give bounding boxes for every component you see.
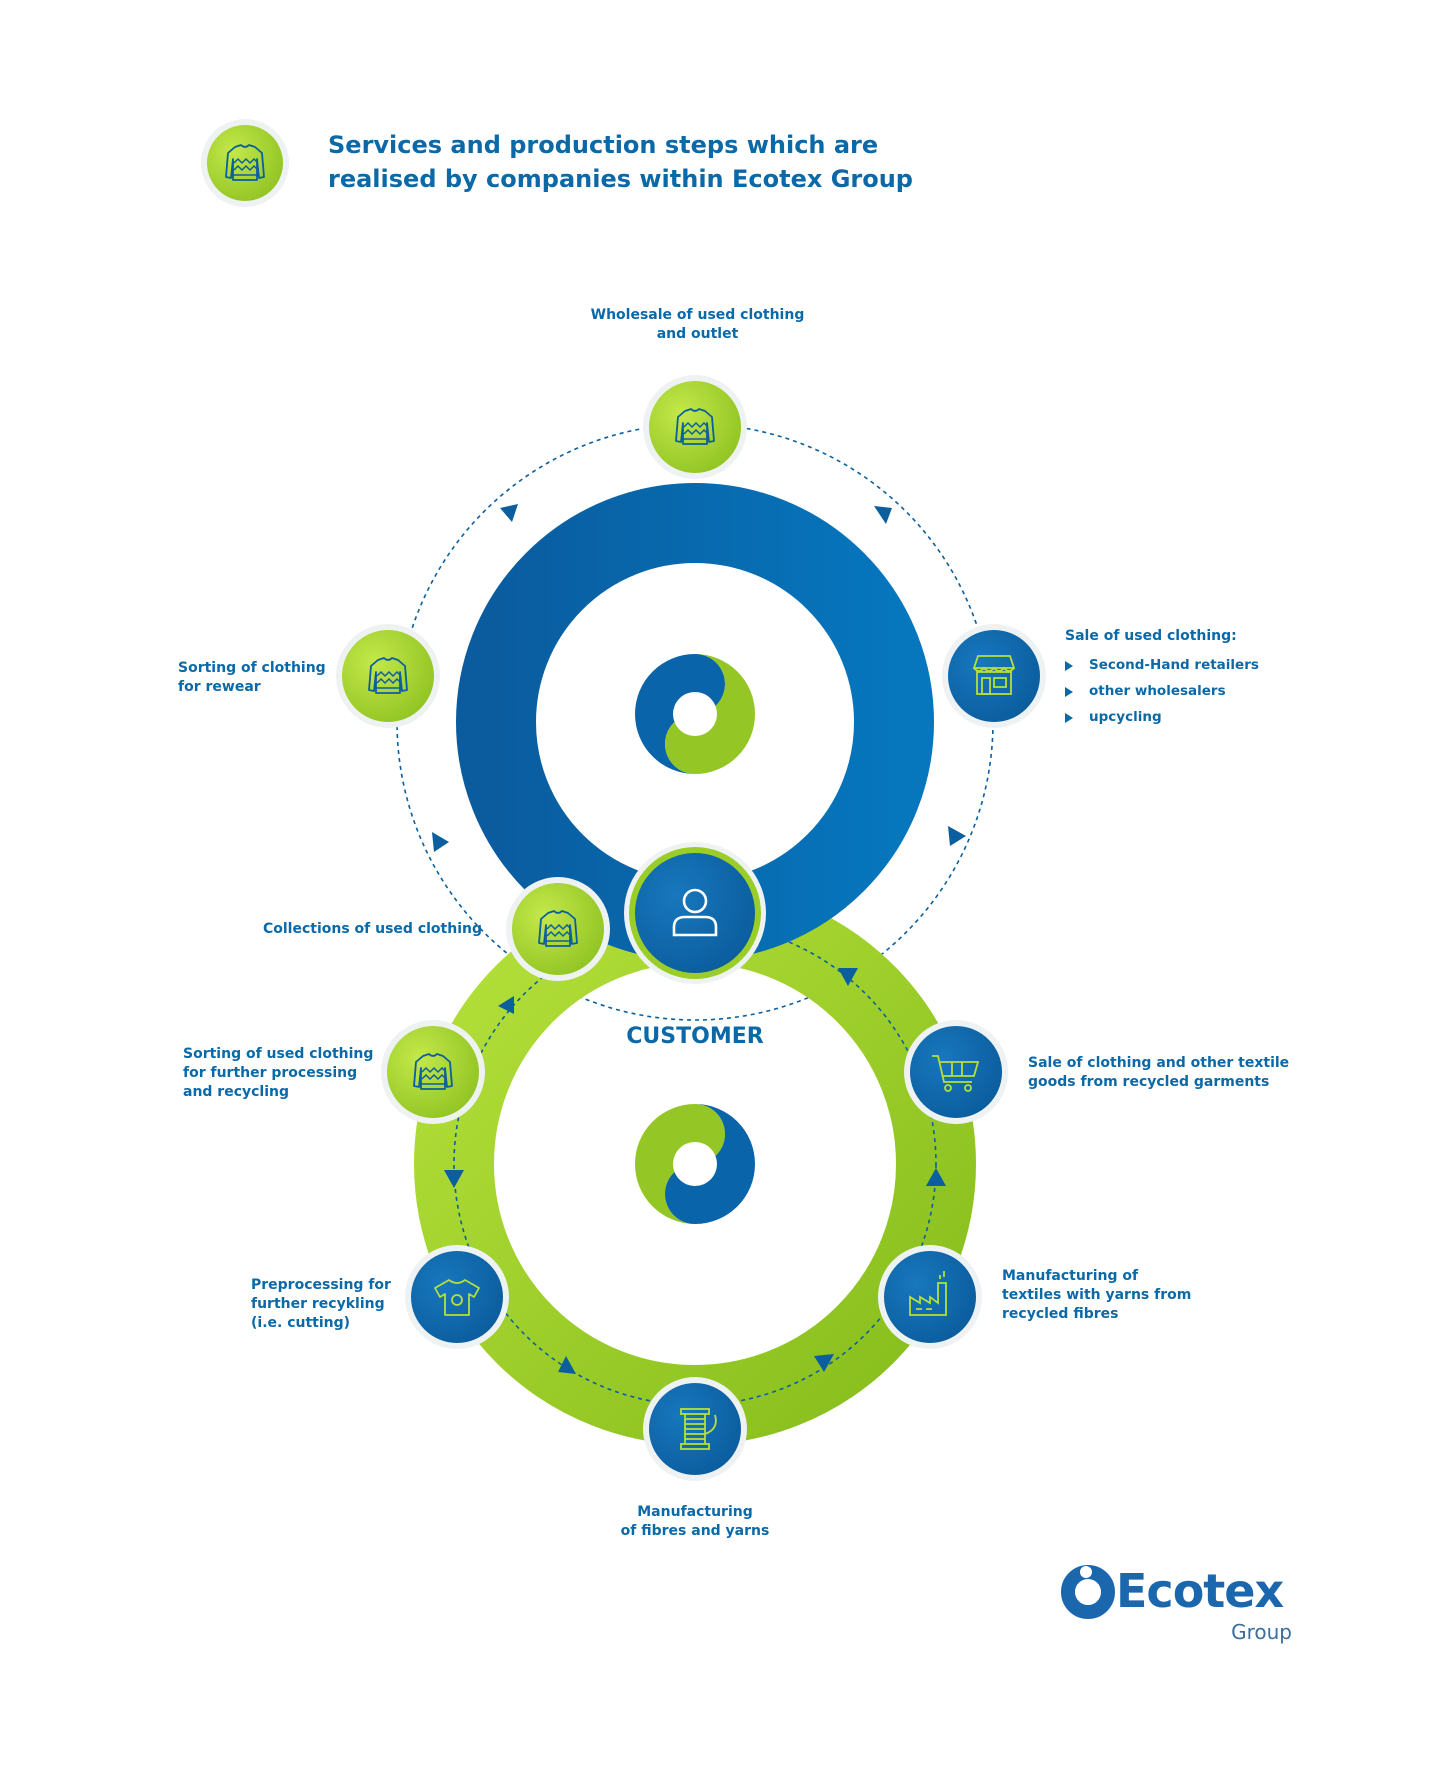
- ecotex-logo: Ecotex Group: [1066, 1564, 1292, 1648]
- arrow: [558, 1356, 576, 1374]
- label-preprocessing: Preprocessing for further recykling (i.e…: [251, 1276, 401, 1333]
- node-customer: [624, 842, 766, 984]
- cart-icon: [932, 1055, 980, 1092]
- node-wholesale: [643, 375, 747, 479]
- flow-arrows: [432, 504, 966, 1374]
- label-line: further recykling: [251, 1296, 385, 1312]
- list-item: Second-Hand retailers: [1065, 656, 1325, 682]
- label-collections: Collections of used clothing: [240, 920, 482, 939]
- label-line: Collections of used clothing: [262, 921, 482, 937]
- title-line-1: Services and production steps which are: [328, 131, 879, 159]
- label-line: recycled fibres: [1002, 1306, 1119, 1322]
- bottom-center-donut: [635, 1104, 755, 1224]
- label-line: Wholesale of used clothing: [590, 307, 805, 323]
- logo-wordmark: Ecotex: [1116, 1564, 1284, 1618]
- shop-icon: [972, 655, 1016, 695]
- customer-label: CUSTOMER: [626, 1024, 764, 1049]
- arrow: [874, 506, 892, 524]
- label-title: Sale of used clothing:: [1065, 628, 1237, 644]
- label-sale-used: Sale of used clothing: Second-Hand retai…: [1065, 627, 1325, 734]
- arrow: [500, 504, 518, 522]
- label-line: and outlet: [656, 326, 739, 342]
- user-icon: [672, 888, 718, 937]
- arrow: [444, 1170, 464, 1188]
- label-line: Sale of clothing and other textile: [1028, 1055, 1290, 1071]
- arrow: [926, 1168, 946, 1186]
- label-wholesale: Wholesale of used clothing and outlet: [560, 306, 835, 344]
- label-line: for rewear: [178, 679, 261, 695]
- logo-subtitle: Group: [1231, 1620, 1292, 1644]
- label-line: for further processing: [183, 1065, 358, 1081]
- title-line-2: realised by companies within Ecotex Grou…: [328, 165, 913, 193]
- label-line: Preprocessing for: [251, 1277, 391, 1293]
- label-textiles: Manufacturing of textiles with yarns fro…: [1002, 1267, 1222, 1324]
- node-fibres: [643, 1377, 747, 1481]
- arrow: [498, 996, 514, 1014]
- label-line: and recycling: [183, 1084, 290, 1100]
- node-sale-used: [942, 624, 1046, 728]
- label-line: goods from recycled garments: [1028, 1074, 1270, 1090]
- factory-icon: [909, 1271, 947, 1316]
- label-sorting-recycling: Sorting of used clothing for further pro…: [183, 1045, 383, 1102]
- list-item: other wholesalers: [1065, 682, 1325, 708]
- node-collections: [506, 877, 610, 981]
- node-sale-recycled: [904, 1020, 1008, 1124]
- node-textiles: [878, 1245, 982, 1349]
- spool-icon: [680, 1408, 717, 1450]
- arrow: [838, 968, 858, 986]
- legend-green-node: [201, 119, 289, 207]
- label-line: Sorting of clothing: [178, 660, 326, 676]
- label-sale-recycled: Sale of clothing and other textile goods…: [1028, 1054, 1318, 1092]
- arrow: [814, 1354, 834, 1372]
- label-line: textiles with yarns from: [1002, 1287, 1192, 1303]
- label-line: (i.e. cutting): [251, 1315, 351, 1331]
- list-item: upcycling: [1065, 708, 1325, 734]
- top-center-donut: [635, 654, 755, 774]
- arrow: [432, 832, 449, 852]
- label-sorting-rewear: Sorting of clothing for rewear: [178, 659, 348, 697]
- label-line: of fibres and yarns: [620, 1523, 770, 1539]
- label-line: Manufacturing: [637, 1504, 753, 1520]
- tshirt-icon: [434, 1279, 480, 1316]
- node-sorting-recycling: [381, 1020, 485, 1124]
- sale-channels-list: Second-Hand retailers other wholesalers …: [1065, 656, 1325, 734]
- label-line: Sorting of used clothing: [183, 1046, 374, 1062]
- page-title: Services and production steps which are …: [328, 128, 913, 196]
- label-line: Manufacturing of: [1002, 1268, 1139, 1284]
- node-preprocessing: [405, 1245, 509, 1349]
- ecotex-logo-mark: [1061, 1565, 1115, 1619]
- node-sorting-rewear: [336, 624, 440, 728]
- arrow: [948, 826, 966, 846]
- label-fibres: Manufacturing of fibres and yarns: [595, 1503, 795, 1541]
